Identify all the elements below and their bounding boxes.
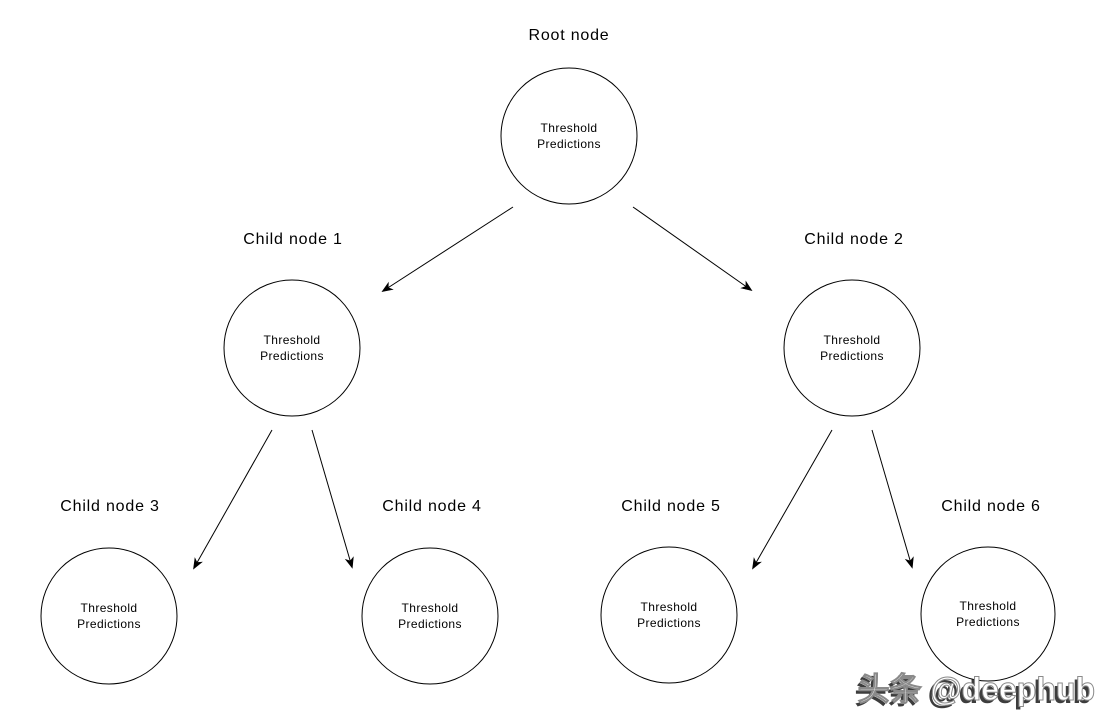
node-circle-child-4 (361, 547, 499, 685)
node-child-1: Child node 1 Threshold Predictions (223, 231, 361, 417)
node-circle-child-1 (223, 279, 361, 417)
node-text-line2: Predictions (77, 617, 141, 631)
node-circle-child-6 (920, 546, 1056, 682)
node-text-line2: Predictions (398, 617, 462, 631)
node-text-line2: Predictions (637, 616, 701, 630)
node-text-line1: Threshold (264, 333, 321, 347)
node-text-line1: Threshold (402, 601, 459, 615)
node-label-child-4: Child node 4 (382, 498, 481, 515)
node-text-line1: Threshold (824, 333, 881, 347)
node-circle-root (500, 67, 638, 205)
edge-child-1-child-4 (311, 429, 354, 569)
node-circle-child-5 (600, 546, 738, 684)
node-text-line2: Predictions (820, 349, 884, 363)
node-child-4: Child node 4 Threshold Predictions (361, 498, 499, 685)
node-label-child-6: Child node 6 (941, 498, 1040, 515)
edge-child-2-child-6 (871, 429, 914, 569)
node-text-line1: Threshold (641, 600, 698, 614)
node-text-line1: Threshold (81, 601, 138, 615)
node-root: Root node Threshold Predictions (500, 27, 638, 205)
node-text-line2: Predictions (956, 615, 1020, 629)
watermark: 头条 @deephub (857, 671, 1095, 708)
node-label-child-3: Child node 3 (60, 498, 159, 515)
edge-root-child-1 (381, 206, 514, 292)
edges (193, 206, 914, 570)
node-label-child-2: Child node 2 (804, 231, 903, 248)
edge-child-2-child-5 (752, 429, 833, 570)
node-circle-child-2 (783, 279, 921, 417)
node-child-2: Child node 2 Threshold Predictions (783, 231, 921, 417)
node-text-line1: Threshold (541, 121, 598, 135)
node-text-line2: Predictions (537, 137, 601, 151)
node-child-6: Child node 6 Threshold Predictions (920, 498, 1056, 682)
node-text-line1: Threshold (960, 599, 1017, 613)
node-label-child-5: Child node 5 (621, 498, 720, 515)
node-label-child-1: Child node 1 (243, 231, 342, 248)
node-label-root: Root node (528, 27, 609, 44)
edge-root-child-2 (632, 206, 753, 292)
node-child-3: Child node 3 Threshold Predictions (40, 498, 178, 685)
edge-child-1-child-3 (193, 429, 273, 570)
node-child-5: Child node 5 Threshold Predictions (600, 498, 738, 684)
node-circle-child-3 (40, 547, 178, 685)
node-text-line2: Predictions (260, 349, 324, 363)
